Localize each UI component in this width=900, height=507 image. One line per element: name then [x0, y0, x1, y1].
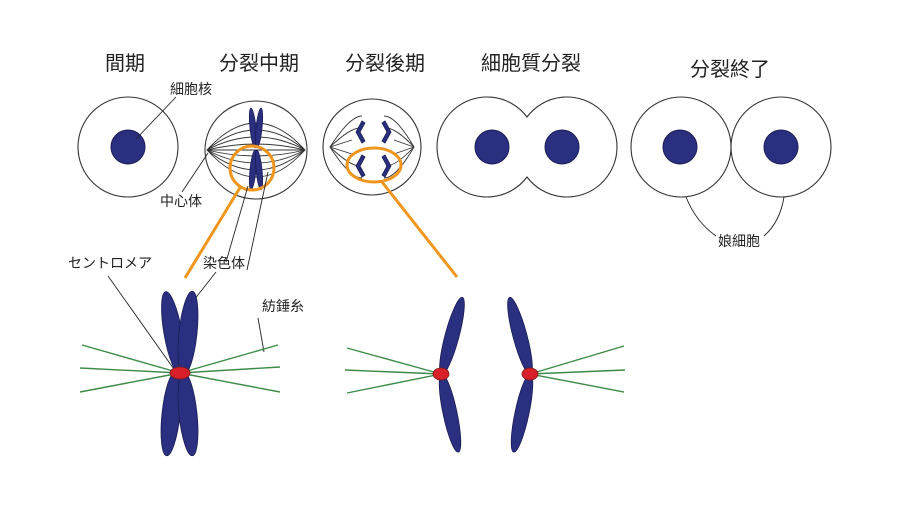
label-daughter-cells: 娘細胞 — [718, 234, 760, 250]
interphase-cell — [77, 96, 179, 198]
label-centrosome: 中心体 — [160, 194, 202, 210]
daughter-cells — [630, 96, 832, 237]
highlight-ellipse — [345, 146, 403, 184]
metaphase-cell — [181, 100, 308, 271]
anaphase-cell — [322, 98, 422, 196]
metaphase-chromosome-enlarged — [79, 290, 281, 457]
title-interphase: 間期 — [105, 51, 145, 75]
cytokinesis-cell — [436, 96, 618, 198]
centromere — [432, 367, 450, 381]
label-chromosome: 染色体 — [203, 255, 245, 272]
anaphase-chromosomes — [355, 120, 392, 178]
zoom-line-anaphase — [380, 181, 459, 278]
centromere — [169, 366, 191, 380]
title-anaphase: 分裂後期 — [345, 51, 425, 75]
nucleus — [544, 129, 580, 165]
nucleus — [763, 129, 799, 165]
nucleus — [474, 129, 510, 165]
nucleus — [662, 129, 698, 165]
spindle-fibers — [79, 344, 281, 393]
metaphase-chromosomes — [248, 107, 264, 191]
title-cytokinesis: 細胞質分裂 — [481, 51, 581, 75]
anaphase-chromosomes-enlarged — [344, 296, 626, 453]
spindle-fibers — [344, 345, 626, 394]
label-centromere: セントロメア — [68, 256, 152, 272]
zoom-line-metaphase — [183, 185, 243, 279]
title-division-end: 分裂終了 — [690, 57, 770, 81]
label-spindle-fiber: 紡錘糸 — [262, 298, 304, 315]
title-metaphase: 分裂中期 — [219, 51, 299, 75]
highlight-circle — [228, 144, 276, 192]
centromere — [521, 367, 539, 381]
label-nucleus: 細胞核 — [170, 82, 212, 98]
